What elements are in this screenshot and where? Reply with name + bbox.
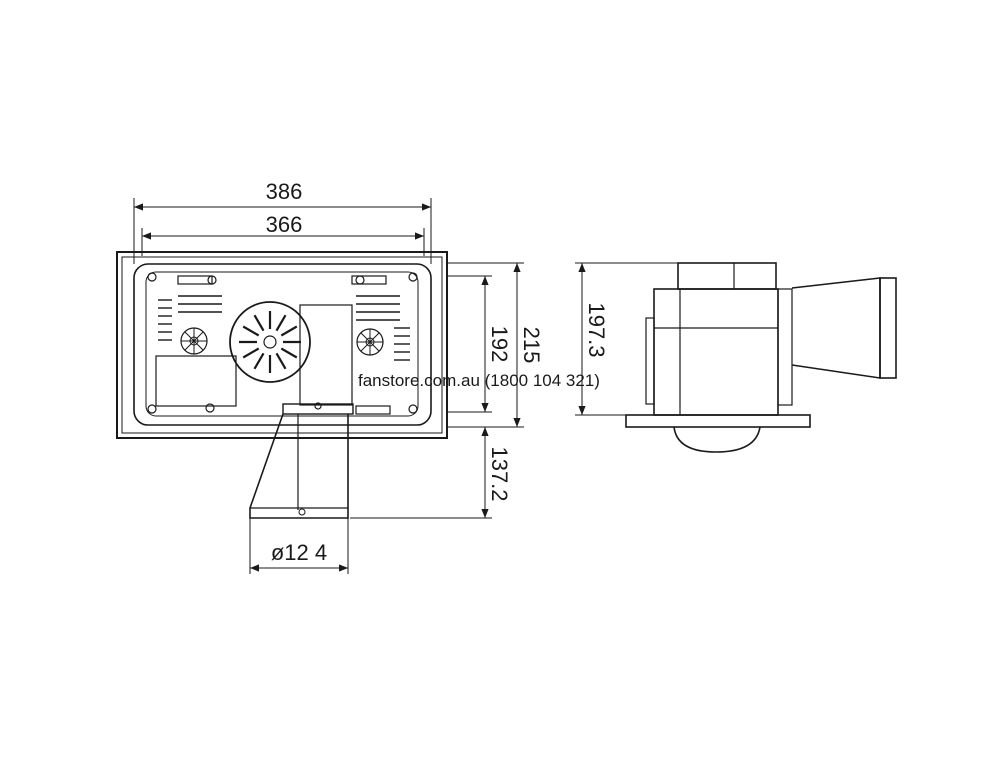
fan-right — [356, 328, 384, 356]
impeller-slot — [242, 347, 260, 359]
dim-outer-height: 215 — [519, 327, 544, 364]
spigot — [249, 403, 354, 519]
light-dome — [673, 426, 761, 453]
fan-left — [180, 327, 208, 355]
terminal-plate — [299, 304, 353, 406]
impeller-slot — [280, 325, 298, 337]
bottom-bracket — [355, 405, 391, 415]
outer-frame-inner-line — [121, 256, 443, 434]
outer-frame — [116, 251, 448, 439]
dimension-lines — [133, 198, 678, 574]
vent-grid-left — [158, 295, 222, 341]
impeller-slot — [280, 347, 298, 359]
impeller-slot — [253, 352, 265, 370]
dim-inner-height: 192 — [487, 326, 512, 363]
vent-grid-right — [356, 295, 410, 361]
bracket-hole — [207, 275, 217, 285]
ceiling-plate — [625, 414, 811, 428]
dim-spigot-diameter: ø12 4 — [271, 540, 327, 565]
top-bracket-right — [351, 275, 387, 285]
side-top-block — [677, 262, 777, 290]
side-flange — [777, 288, 793, 406]
bottom-hole — [205, 403, 215, 413]
dim-spigot-length: 137.2 — [487, 446, 512, 501]
front-view — [116, 251, 448, 519]
top-bracket-left — [177, 275, 213, 285]
housing-body — [133, 263, 432, 426]
bracket-hole — [355, 275, 365, 285]
impeller-slot — [253, 314, 265, 332]
outlet-ring — [879, 277, 897, 379]
side-rail — [645, 317, 655, 405]
side-body — [653, 288, 779, 416]
dim-outer-width: 386 — [266, 179, 303, 204]
impeller-slot — [242, 325, 260, 337]
side-view — [625, 262, 897, 453]
housing-inner — [145, 271, 419, 417]
bottom-hole — [314, 402, 322, 410]
control-plate — [155, 355, 237, 407]
impeller-disc — [229, 301, 311, 383]
impeller-slot — [275, 352, 287, 370]
dim-inner-width: 366 — [266, 212, 303, 237]
dim-side-height: 197.3 — [584, 302, 609, 357]
impeller-slot — [275, 314, 287, 332]
watermark: fanstore.com.au (1800 104 321) — [358, 371, 600, 390]
outlet-cone — [791, 277, 881, 379]
corner-screws — [147, 272, 418, 414]
